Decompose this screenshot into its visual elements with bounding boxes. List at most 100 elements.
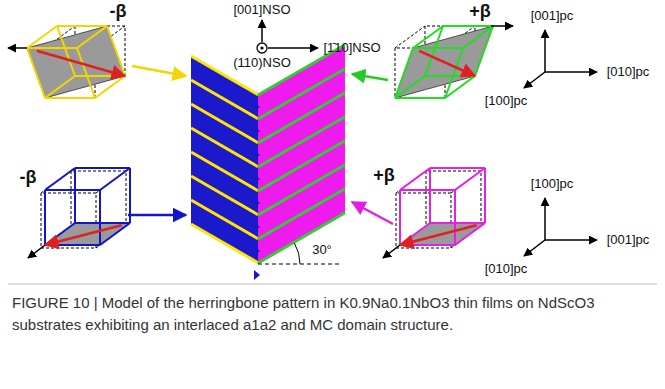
interface-notch [254,150,260,160]
domain-panel [258,45,345,264]
unit-cell [77,48,95,98]
axis-symbol [257,43,267,53]
unit-cell [75,167,130,169]
unit-cell [413,26,443,48]
unit-cell [99,190,101,245]
unit-cell [430,222,485,224]
reference-cube [396,248,451,249]
unit-cell [400,168,430,190]
unit-cell [413,47,463,49]
unit-cell [27,48,45,98]
axis-arrow [544,30,546,72]
interface-notch [254,126,260,136]
shear-sign: +β [373,166,395,186]
axis-arrow [261,20,263,42]
reference-cube [426,171,427,226]
unit-cell [399,190,401,245]
reference-cube [75,76,125,77]
domain-wall-line [191,200,258,239]
axis-label: [001]NSO [233,3,290,17]
unit-cell [77,26,107,48]
reference-cube [481,171,482,226]
polarization-arrow [45,225,122,245]
unit-cell [45,97,95,99]
axis-label: [010]pc [485,262,528,276]
unit-cell [429,168,431,223]
reference-cube [395,26,425,48]
domain-wall-line [191,80,258,119]
crystal-plane [400,223,485,245]
strain-arrow [383,245,400,258]
axis-arrow [545,239,597,241]
unit-cell [27,47,77,49]
axis-label: [1̄10]NSO [323,41,380,55]
polarization-arrow [419,51,475,76]
polarization-arrow [37,51,125,76]
axis-arrow [545,71,597,73]
unit-cell [443,25,493,27]
shear-sign: +β [469,2,491,22]
axis-arrow [524,240,545,256]
unit-cell [74,168,76,223]
unit-cell [395,97,445,99]
reference-cube [41,193,96,194]
unit-cell [400,244,455,246]
unit-cell [100,168,130,190]
reference-cube [425,76,475,77]
interface-notch [254,270,260,280]
domain-wall-line [191,224,258,263]
unit-cell [454,190,456,245]
axis-arrow [268,47,318,49]
domain-panel [191,56,258,264]
domain-wall-line [258,165,345,215]
axis-label: (110)NSO [233,56,291,70]
reference-cube [41,248,96,249]
unit-cell [75,75,125,77]
unit-cell [445,76,475,98]
reference-cube [71,171,72,226]
separator-line [8,284,657,285]
crystal-plane [27,26,125,98]
unit-cell [45,189,100,191]
angle-label: 30° [312,243,332,257]
crystal-plane [45,223,130,245]
domain-wall-line [191,104,258,143]
unit-cell [395,48,413,98]
reference-cube [395,98,445,99]
unit-cell [484,168,486,223]
pointer-arrow [132,66,186,76]
domain-wall-line [191,128,258,167]
unit-cell [57,26,75,76]
axis-arrow [544,198,546,240]
pointer-arrow [352,202,393,224]
reference-cube [71,171,126,172]
unit-cell [27,26,57,48]
unit-cell [44,190,46,245]
reference-cube [396,193,397,248]
reference-cube [45,98,95,99]
domain-wall-line [258,189,345,239]
interface-notch [254,102,260,112]
unit-cell [425,75,475,77]
unit-cell [400,189,455,191]
unit-cell [95,76,125,98]
axis-label: [001]pc [531,9,574,23]
unit-cell [463,26,493,48]
domain-wall-line [258,213,345,263]
unit-cell [75,222,130,224]
reference-line [258,264,340,265]
interface-notch [254,222,260,232]
unit-cell [45,168,75,190]
pointer-arrow [352,74,388,80]
axis-label: [001]pc [607,233,650,247]
polarization-arrow [400,225,477,245]
reference-cube [41,193,42,248]
unit-cell [107,26,125,76]
unit-cell [455,168,485,190]
axis-symbol [260,46,263,49]
axis-arrow [524,72,545,88]
unit-cell [45,244,100,246]
crystal-plane [395,26,493,98]
axis-label: [100]pc [531,177,574,191]
